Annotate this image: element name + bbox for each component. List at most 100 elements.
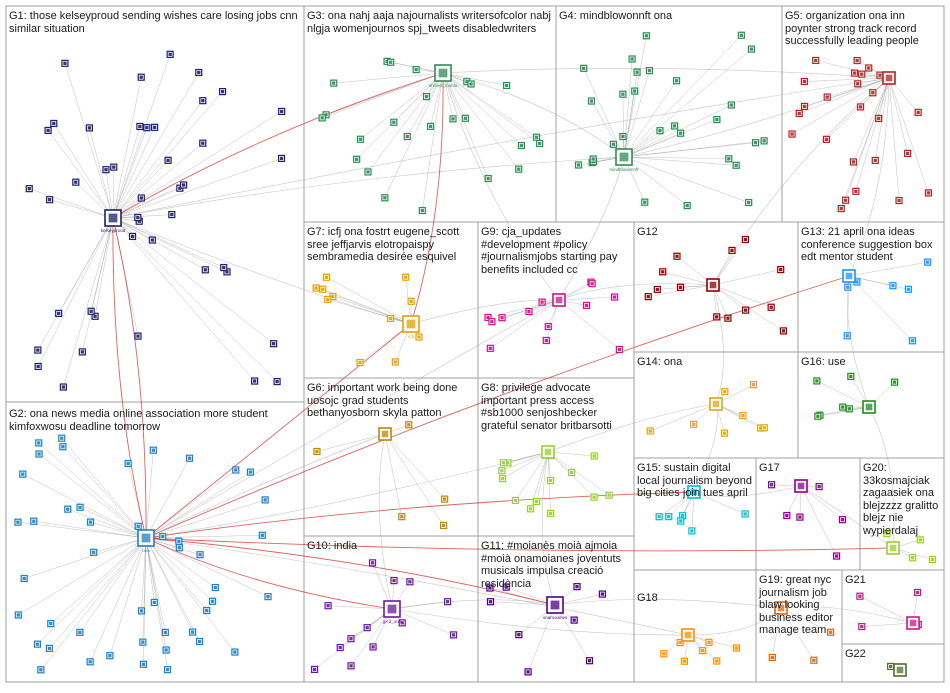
node-g5 — [896, 198, 902, 204]
node-g5 — [853, 188, 859, 194]
node-g2 — [87, 519, 93, 525]
edge-g2 — [146, 538, 200, 641]
node-g7 — [320, 286, 326, 292]
edge-g4 — [624, 157, 749, 203]
node-g2 — [125, 461, 131, 467]
group-label-g9: G9: cja_updates #development #policy #jo… — [481, 226, 633, 276]
inter-group-edge-g12-g14 — [713, 285, 724, 404]
hub-label-g10: jpcd_ona — [382, 619, 402, 624]
node-g4 — [761, 138, 767, 144]
edge-g1 — [113, 77, 141, 218]
node-g12 — [743, 307, 749, 313]
edge-g8 — [537, 452, 548, 502]
edge-g1 — [113, 101, 203, 218]
node-g3 — [428, 123, 434, 129]
node-g1 — [137, 123, 143, 129]
node-g5 — [789, 131, 795, 137]
node-g4 — [590, 156, 596, 162]
node-g9 — [616, 346, 622, 352]
edge-g21 — [862, 623, 913, 627]
node-g2 — [150, 447, 156, 453]
node-g2 — [140, 661, 146, 667]
node-g16 — [815, 413, 821, 419]
node-g1 — [135, 215, 141, 221]
node-g13 — [909, 338, 915, 344]
node-g13 — [905, 286, 911, 292]
node-g5 — [858, 104, 864, 110]
node-g4 — [629, 56, 635, 62]
node-g18 — [733, 645, 739, 651]
hub-node-g14 — [710, 398, 722, 410]
hub-label-g4: mindblowonnft — [609, 167, 639, 172]
node-g17 — [769, 482, 775, 488]
node-g4 — [748, 46, 754, 52]
node-g14 — [647, 428, 653, 434]
edge-g2 — [49, 538, 146, 648]
node-g1 — [135, 333, 141, 339]
node-g4 — [657, 128, 663, 134]
node-g2 — [176, 538, 182, 544]
node-g15 — [656, 514, 662, 520]
node-g21 — [857, 593, 863, 599]
hub-node-g9 — [553, 294, 565, 306]
hub-node-g20 — [887, 542, 899, 554]
node-g12 — [725, 315, 731, 321]
hub-node-g12 — [707, 279, 719, 291]
node-g2 — [163, 647, 169, 653]
inter-group-edge-g1-g2 — [113, 218, 146, 538]
node-g5 — [925, 190, 931, 196]
node-g1 — [86, 125, 92, 131]
node-g10 — [364, 625, 370, 631]
node-g10 — [407, 579, 413, 585]
node-g2 — [210, 598, 216, 604]
inter-group-edge-g9-g12 — [559, 283, 713, 300]
group-label-g12: G12 — [637, 226, 795, 239]
node-g2 — [87, 659, 93, 665]
node-g10 — [312, 666, 318, 672]
node-g12 — [729, 247, 735, 253]
node-g12 — [780, 328, 786, 334]
node-g5 — [854, 58, 860, 64]
node-g9 — [489, 319, 495, 325]
node-g5 — [872, 157, 878, 163]
node-g3 — [504, 82, 510, 88]
node-g10 — [348, 636, 354, 642]
edge-g2 — [63, 447, 146, 538]
node-g14 — [721, 430, 727, 436]
edge-g5 — [841, 78, 889, 209]
node-g1 — [196, 69, 202, 75]
edge-g2 — [90, 538, 146, 662]
node-g5 — [877, 72, 883, 78]
node-g15 — [689, 528, 695, 534]
node-g8 — [527, 506, 533, 512]
inter-group-edge-g1-g4 — [113, 157, 624, 218]
node-g8 — [499, 468, 505, 474]
node-g2 — [204, 608, 210, 614]
node-g5 — [915, 109, 921, 115]
node-g4 — [610, 141, 616, 147]
node-g1 — [130, 233, 136, 239]
group-label-g22: G22 — [845, 648, 943, 661]
node-g3 — [537, 140, 543, 146]
hub-label-g1: kelseyproud — [101, 228, 126, 233]
node-g12 — [645, 294, 651, 300]
hub-node-g6 — [379, 428, 391, 440]
edge-g12 — [657, 285, 713, 289]
node-g2 — [15, 612, 21, 618]
node-g19 — [769, 654, 775, 660]
group-label-g17: G17 — [759, 462, 857, 475]
node-g9 — [526, 309, 532, 315]
node-g2 — [197, 638, 203, 644]
node-g11 — [525, 669, 531, 675]
node-g2 — [15, 519, 21, 525]
hub-node-g7 — [403, 316, 419, 332]
node-g4 — [726, 156, 732, 162]
group-label-g7: G7: icfj ona fostrt eugene_scott sree je… — [307, 226, 477, 264]
node-g3 — [388, 59, 394, 65]
node-g1 — [138, 74, 144, 80]
node-g16 — [848, 373, 854, 379]
node-g2 — [46, 645, 52, 651]
group-label-g14: G14: ona — [637, 356, 795, 369]
hub-node-g22 — [894, 664, 906, 676]
node-g7 — [416, 334, 422, 340]
